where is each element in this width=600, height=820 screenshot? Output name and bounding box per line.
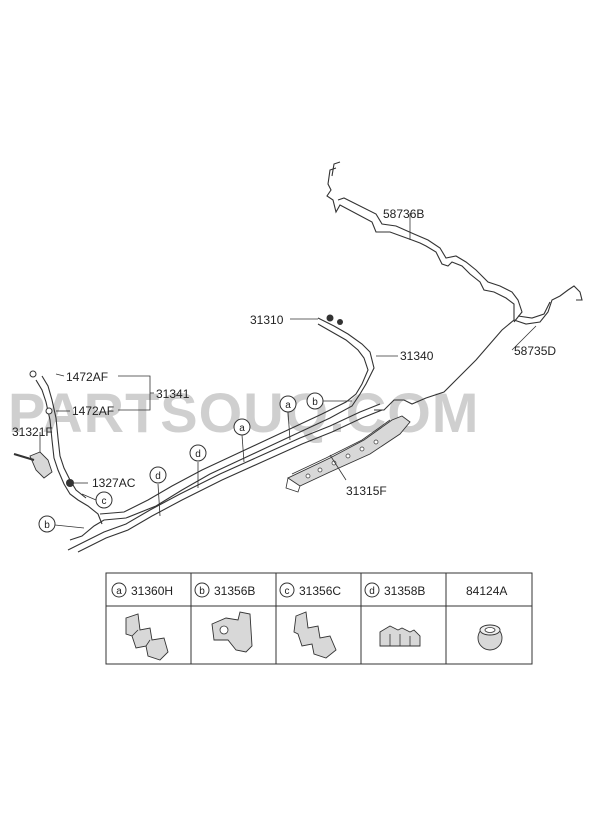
label-58736B: 58736B [383,207,424,221]
tube-58735D [513,285,583,325]
tube-main-lower-2 [77,409,383,553]
svg-text:a: a [285,400,291,411]
callout-a-upper: a [279,395,297,413]
svg-text:d: d [155,471,161,482]
bracket-31315F-edge [285,419,391,493]
svg-text:31360H: 31360H [131,584,173,598]
label-1472AF-bottom: 1472AF [72,404,114,418]
legend-header-b: b 31356B [194,582,255,598]
svg-text:a: a [239,423,245,434]
label-1327AC: 1327AC [92,476,136,490]
clip-legend-table: a 31360H b 31356B c 31356C d 31358B 8412… [105,572,533,665]
svg-text:31358B: 31358B [384,584,425,598]
legend-header-a: a 31360H [111,582,173,598]
bracket-31321F [29,451,53,479]
clip-31356B-image [211,611,253,653]
label-31321F: 31321F [12,425,53,439]
grommet-84124A-image [477,624,503,651]
clip-31358B-image [379,625,421,647]
clip-31356C-image [293,611,337,659]
callout-a-lower: a [233,418,251,436]
callout-d-lower: d [149,466,167,484]
svg-text:c: c [102,496,107,507]
label-58735D: 58735D [514,344,556,358]
tube-58736B-parallel [331,161,523,323]
label-31340: 31340 [400,349,434,363]
tube-31340 [69,317,375,541]
label-31310: 31310 [250,313,284,327]
svg-text:31356C: 31356C [299,584,341,598]
callout-d-upper: d [189,444,207,462]
svg-text:a: a [116,586,122,597]
svg-text:31356B: 31356B [214,584,255,598]
bolt-31321F [13,453,35,461]
svg-text:b: b [312,397,318,408]
legend-header-d: d 31358B [364,582,425,598]
tube-main-lower [67,403,381,551]
clip-1472AF-bottom [45,407,53,415]
callout-c: c [95,491,113,509]
tube-31340-parallel [99,323,369,515]
nut-1327AC [66,479,74,487]
legend-header-84124A: 84124A [466,584,507,598]
callout-b-lower: b [38,515,56,533]
tube-31341 [35,379,103,525]
leader-lines [39,213,537,529]
clip-31360H-image [125,613,169,661]
clip-1472AF-top [29,370,37,378]
label-31341: 31341 [156,387,190,401]
svg-text:d: d [369,586,375,597]
svg-text:b: b [44,520,50,531]
tube-58736B [326,167,515,411]
svg-text:c: c [285,586,290,597]
label-31315F: 31315F [346,484,387,498]
legend-header-c: c 31356C [279,582,341,598]
svg-text:d: d [195,449,201,460]
callout-b-upper: b [306,392,324,410]
tube-58735D-return [517,301,551,319]
fitting-31310-b [337,319,343,325]
svg-text:b: b [199,586,205,597]
svg-text:84124A: 84124A [466,584,507,598]
fitting-31310 [326,314,334,322]
label-1472AF-top: 1472AF [66,370,108,384]
